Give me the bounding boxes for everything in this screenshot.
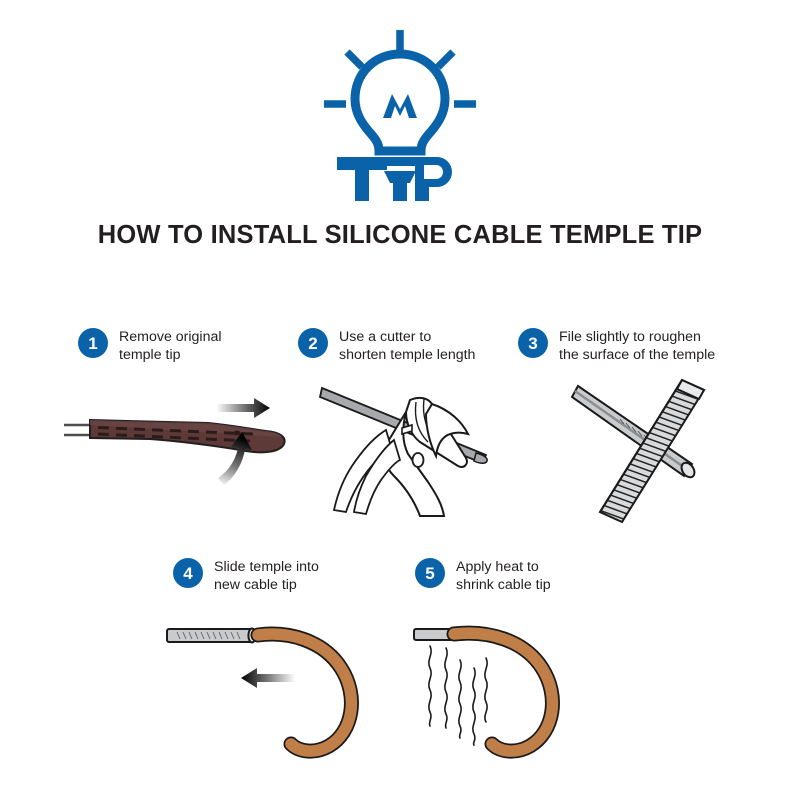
step-2-illustration (316, 370, 516, 520)
step-2: 2 Use a cutter to shorten temple length (298, 328, 516, 520)
step-5: 5 Apply heat to shrink cable tip (413, 558, 615, 760)
step-1-badge: 1 (78, 328, 108, 358)
cable-tip (448, 627, 559, 757)
logo-wordmark-tip (337, 157, 452, 201)
step-2-header: 2 Use a cutter to shorten temple length (298, 328, 516, 364)
metal-file (598, 378, 706, 524)
temple-hole (233, 430, 241, 436)
step-4: 4 Slide temple into new cable tip (166, 558, 383, 760)
step-1-header: 1 Remove original temple tip (78, 328, 310, 364)
step-5-label: Apply heat to shrink cable tip (456, 559, 551, 593)
step-5-badge: 5 (415, 558, 445, 588)
peel-arrow (218, 432, 252, 485)
step-5-header: 5 Apply heat to shrink cable tip (415, 558, 615, 594)
step-3-badge: 3 (518, 328, 548, 358)
insert-arrow (241, 668, 295, 688)
pull-off-arrow (216, 398, 270, 418)
lightbulb-icon (324, 30, 476, 201)
tip-logo (0, 26, 800, 201)
step-1-illustration (58, 382, 310, 492)
step-3: 3 File slightly to roughen the surface o… (518, 328, 744, 529)
new-cable-tip (252, 628, 358, 757)
heat-waves (428, 645, 488, 746)
step-5-illustration (410, 610, 615, 760)
step-3-header: 3 File slightly to roughen the surface o… (518, 328, 744, 364)
bulb-base-band-1 (380, 157, 420, 166)
cutter-notch (401, 423, 413, 436)
step-1: 1 Remove original temple tip (64, 328, 310, 492)
roughened-temple-rod (166, 627, 257, 644)
step-2-label: Use a cutter to shorten temple length (339, 329, 476, 363)
cutter-pivot (411, 452, 425, 468)
step-4-label: Slide temple into new cable tip (214, 559, 319, 593)
step-2-badge: 2 (298, 328, 328, 358)
page-title: HOW TO INSTALL SILICONE CABLE TEMPLE TIP (97, 221, 703, 249)
bulb-filament-m (383, 94, 417, 118)
temple-stitching (97, 426, 255, 443)
bulb-glass (350, 49, 450, 156)
step-4-badge: 4 (173, 558, 203, 588)
step-1-label: Remove original temple tip (119, 329, 222, 363)
step-4-illustration (163, 610, 383, 760)
cutter-handles (332, 428, 402, 516)
cutter-lower-jaw (424, 402, 470, 460)
step-3-label: File slightly to roughen the surface of … (559, 329, 716, 363)
step-3-illustration (564, 364, 744, 529)
temple-core-wires (64, 423, 92, 437)
rod-roughening (176, 631, 241, 640)
step-4-header: 4 Slide temple into new cable tip (173, 558, 383, 594)
